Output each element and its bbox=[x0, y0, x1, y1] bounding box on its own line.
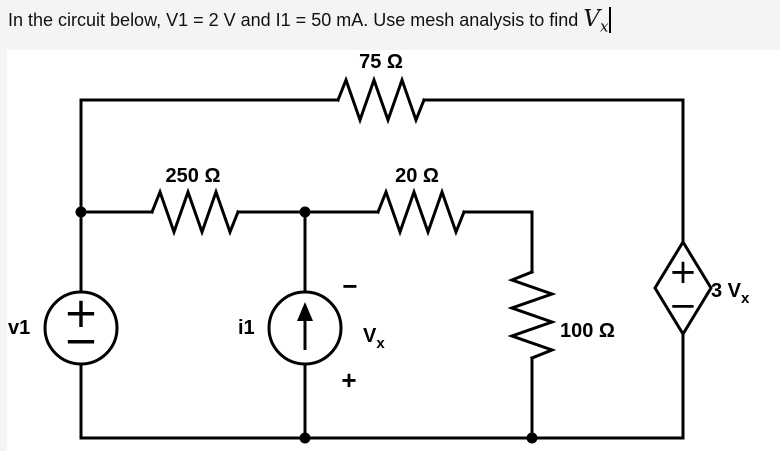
math-vx: Vx bbox=[583, 6, 608, 34]
junction-dot bbox=[299, 206, 311, 218]
label-75-ohm: 75 Ω bbox=[359, 51, 403, 73]
text-cursor bbox=[609, 7, 611, 33]
current-arrow-icon bbox=[297, 302, 313, 350]
junction-dot bbox=[75, 206, 87, 218]
dep-gain-sub: x bbox=[741, 290, 750, 307]
junction-dot bbox=[299, 432, 311, 444]
resistor-100-symbol bbox=[507, 270, 557, 360]
vx-minus-sign: − bbox=[342, 271, 357, 301]
vx-plus-sign: + bbox=[341, 365, 356, 395]
math-vx-var: V bbox=[583, 6, 600, 32]
label-250-ohm: 250 Ω bbox=[166, 165, 221, 187]
dep-plus-sign: + bbox=[669, 252, 698, 292]
question-text-main: In the circuit below, V1 = 2 V and I1 = … bbox=[8, 10, 584, 30]
label-v1: v1 bbox=[8, 317, 30, 339]
question-text[interactable]: In the circuit below, V1 = 2 V and I1 = … bbox=[8, 5, 611, 34]
vx-label: Vx bbox=[363, 325, 385, 352]
label-i1: i1 bbox=[238, 317, 255, 339]
circuit-wires bbox=[79, 98, 685, 440]
v1-minus-sign: − bbox=[63, 316, 98, 365]
circuit-panel bbox=[7, 50, 780, 451]
vx-label-main: V bbox=[363, 325, 377, 347]
junction-dot bbox=[526, 432, 538, 444]
resistor-20-symbol bbox=[376, 187, 466, 237]
vx-label-sub: x bbox=[376, 335, 385, 352]
resistor-75-symbol bbox=[336, 75, 426, 125]
resistor-250-symbol bbox=[150, 187, 240, 237]
dependent-source-symbol bbox=[653, 239, 713, 337]
math-vx-sub: x bbox=[599, 17, 609, 36]
dep-minus-sign: − bbox=[669, 286, 698, 326]
current-source-i1-symbol bbox=[267, 290, 343, 366]
v1-plus-sign: + bbox=[63, 288, 98, 337]
dep-gain-main: 3 V bbox=[711, 280, 742, 302]
label-20-ohm: 20 Ω bbox=[395, 165, 439, 187]
voltage-source-v1-symbol bbox=[43, 290, 119, 366]
label-dep-gain: 3 Vx bbox=[711, 280, 750, 307]
label-100-ohm: 100 Ω bbox=[560, 320, 615, 342]
